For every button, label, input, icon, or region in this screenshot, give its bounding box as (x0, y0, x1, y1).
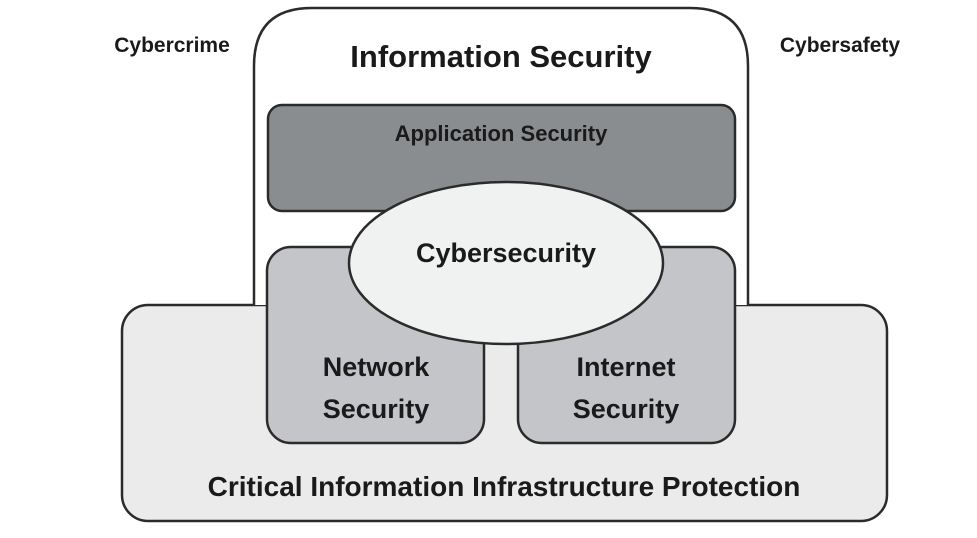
network-security-label-line2: Security (323, 394, 430, 424)
cybersecurity-label: Cybersecurity (416, 238, 596, 268)
cybersafety-label: Cybersafety (780, 34, 901, 57)
information-security-box (252, 6, 750, 305)
network-security-label-line1: Network (323, 352, 431, 382)
cybercrime-label: Cybercrime (114, 34, 230, 57)
internet-security-label-line1: Internet (576, 352, 675, 382)
information-security-title: Information Security (350, 39, 652, 74)
internet-security-label-line2: Security (573, 394, 680, 424)
application-security-label: Application Security (395, 121, 608, 146)
ciip-label: Critical Information Infrastructure Prot… (208, 471, 801, 502)
cybersecurity-ellipse (347, 180, 665, 346)
